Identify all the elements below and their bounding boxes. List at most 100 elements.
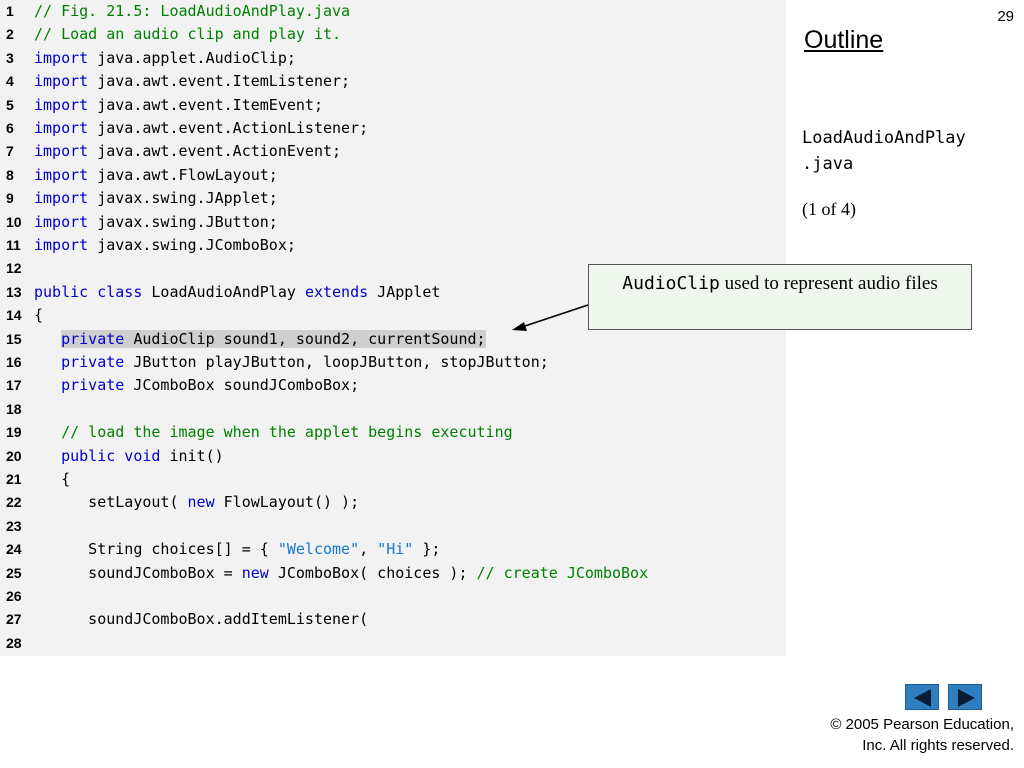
line-number: 2 xyxy=(6,26,14,43)
line-number: 13 xyxy=(6,283,22,300)
code-token: setLayout( xyxy=(34,493,188,512)
code-token: javax.swing.JComboBox; xyxy=(88,236,296,254)
line-number: 17 xyxy=(6,377,22,394)
line-number: 15 xyxy=(6,330,22,347)
code-text: public class LoadAudioAndPlay extends JA… xyxy=(34,281,440,304)
code-token: JButton playJButton, loopJButton, stopJB… xyxy=(124,353,549,371)
code-line: 1 // Fig. 21.5: LoadAudioAndPlay.java xyxy=(0,0,786,23)
code-token: soundJComboBox = xyxy=(34,563,242,582)
code-token: import xyxy=(34,212,89,231)
code-line: 26 xyxy=(0,585,786,608)
line-number: 23 xyxy=(6,517,22,534)
copyright-line2: Inc. All rights reserved. xyxy=(862,737,1014,754)
line-number: 8 xyxy=(6,166,14,183)
code-token: LoadAudioAndPlay xyxy=(142,282,305,301)
code-line: 12 xyxy=(0,257,786,280)
code-text: { xyxy=(34,468,70,491)
code-token: new xyxy=(187,493,215,512)
callout-code: AudioClip xyxy=(622,273,720,294)
code-token: soundJComboBox.addItemListener( xyxy=(34,610,369,629)
code-token: import xyxy=(34,236,89,254)
triangle-left-icon xyxy=(914,689,931,707)
code-text: // Fig. 21.5: LoadAudioAndPlay.java xyxy=(34,0,350,23)
code-token: // Fig. 21.5: LoadAudioAndPlay.java xyxy=(34,2,351,20)
line-number: 6 xyxy=(6,120,14,136)
line-number: 5 xyxy=(6,96,14,113)
code-token: FlowLayout() ); xyxy=(214,493,360,512)
code-line: 8 import java.awt.FlowLayout; xyxy=(0,164,786,187)
code-token: // create JComboBox xyxy=(476,563,649,582)
code-token: private xyxy=(61,329,125,348)
code-line: 6 import java.awt.event.ActionListener; xyxy=(0,117,786,140)
code-token: import xyxy=(34,142,89,161)
code-token: import xyxy=(34,95,89,114)
code-token: JComboBox( choices ); xyxy=(268,563,477,582)
file-name-label: LoadAudioAndPlay .java xyxy=(802,125,966,177)
code-token: javax.swing.JButton; xyxy=(88,212,278,231)
code-line: 20 public void init() xyxy=(0,445,786,468)
code-token: java.awt.FlowLayout; xyxy=(88,165,278,184)
next-slide-button[interactable] xyxy=(948,684,982,710)
line-number: 26 xyxy=(6,588,22,604)
code-text: // Load an audio clip and play it. xyxy=(34,23,341,46)
code-line: 24 String choices[] = { "Welcome", "Hi" … xyxy=(0,538,786,561)
copyright-line1: © 2005 Pearson Education, xyxy=(830,716,1014,733)
previous-slide-button[interactable] xyxy=(905,684,939,710)
code-token: import xyxy=(34,189,89,208)
code-text: import java.awt.event.ItemListener; xyxy=(34,70,350,93)
code-text: setLayout( new FlowLayout() ); xyxy=(34,491,359,514)
code-line: 13 public class LoadAudioAndPlay extends … xyxy=(0,281,786,304)
code-token: import xyxy=(34,165,89,184)
line-number: 28 xyxy=(6,634,22,651)
code-text: import java.awt.event.ItemEvent; xyxy=(34,94,323,117)
line-number: 27 xyxy=(6,611,22,628)
code-text: public void init() xyxy=(34,445,224,468)
code-text: import java.awt.event.ActionEvent; xyxy=(34,140,341,163)
line-number: 9 xyxy=(6,190,14,207)
code-line: 25 soundJComboBox = new JComboBox( choic… xyxy=(0,562,786,585)
line-number: 3 xyxy=(6,49,14,66)
code-token: public void xyxy=(61,446,161,465)
code-line: 17 private JComboBox soundJComboBox; xyxy=(0,374,786,397)
line-number: 4 xyxy=(6,73,14,90)
code-line: 22 setLayout( new FlowLayout() ); xyxy=(0,491,786,514)
line-number: 16 xyxy=(6,354,22,370)
code-line: 2 // Load an audio clip and play it. xyxy=(0,23,786,46)
line-number: 21 xyxy=(6,471,22,487)
code-token: java.awt.event.ActionEvent; xyxy=(88,142,342,161)
outline-link[interactable]: Outline xyxy=(804,26,884,54)
code-token: String choices[] = { xyxy=(34,540,278,559)
line-number: 12 xyxy=(6,260,22,277)
line-number: 24 xyxy=(6,541,22,558)
code-text: private JButton playJButton, loopJButton… xyxy=(34,351,549,374)
code-line: 27 soundJComboBox.addItemListener( xyxy=(0,608,786,631)
line-number: 22 xyxy=(6,494,22,511)
line-number: 1 xyxy=(6,3,14,19)
code-token: java.awt.event.ItemListener; xyxy=(88,72,351,91)
code-token: { xyxy=(34,470,71,488)
code-line: 23 xyxy=(0,515,786,538)
code-token: java.awt.event.ItemEvent; xyxy=(88,95,323,114)
code-token: java.applet.AudioClip; xyxy=(88,48,296,67)
callout-box: AudioClip used to represent audio files xyxy=(588,264,972,330)
code-text: import javax.swing.JButton; xyxy=(34,211,278,234)
code-token: // Load an audio clip and play it. xyxy=(34,25,342,44)
line-number: 19 xyxy=(6,424,22,441)
code-line: 15 private AudioClip sound1, sound2, cur… xyxy=(0,328,786,351)
code-line: 16 private JButton playJButton, loopJBut… xyxy=(0,351,786,374)
code-text: import java.awt.event.ActionListener; xyxy=(34,117,368,140)
code-text: private AudioClip sound1, sound2, curren… xyxy=(34,328,486,351)
code-token: new xyxy=(241,563,269,582)
code-token: { xyxy=(34,306,44,325)
code-line: 4 import java.awt.event.ItemListener; xyxy=(0,70,786,93)
file-name-line2: .java xyxy=(802,154,854,174)
triangle-right-icon xyxy=(958,689,975,707)
line-number: 14 xyxy=(6,307,22,324)
code-line: 14 { xyxy=(0,304,786,327)
code-token: import xyxy=(34,48,89,67)
